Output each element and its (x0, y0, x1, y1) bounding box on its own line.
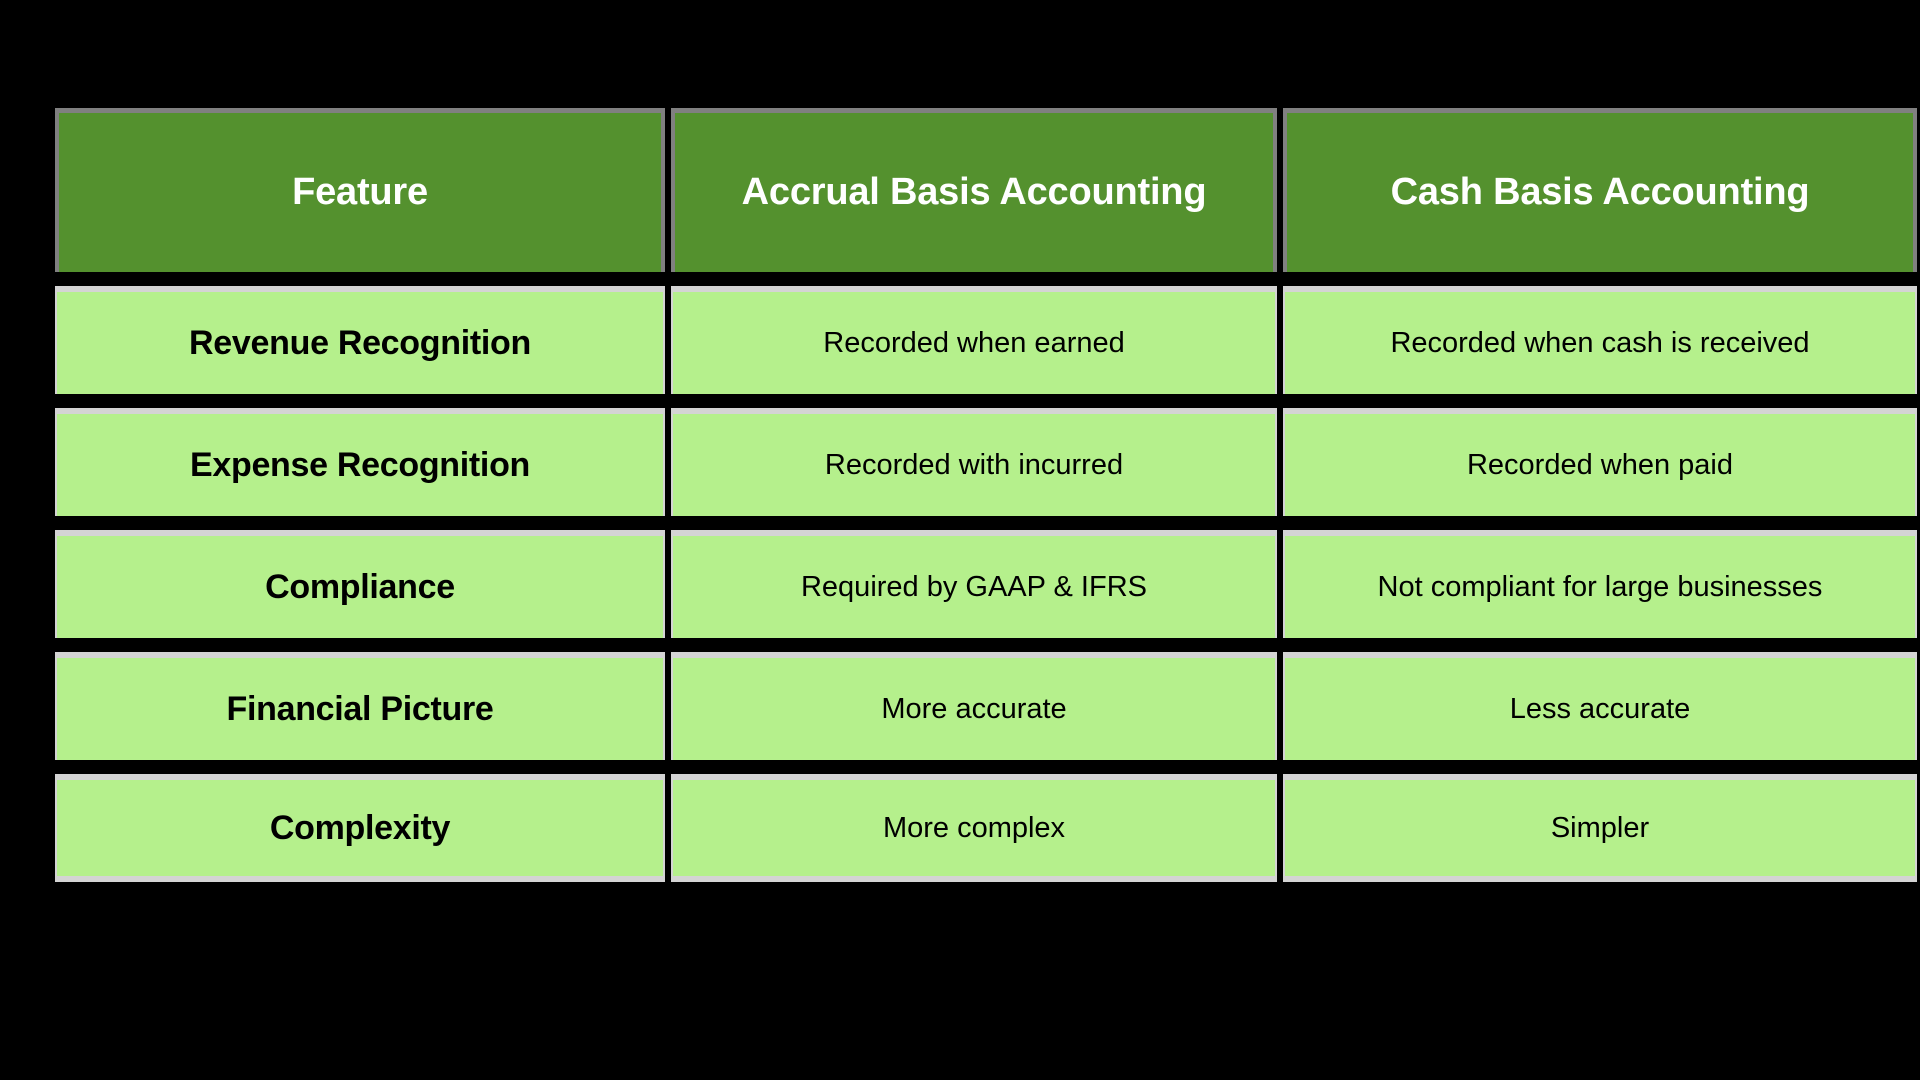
row-cash-value: Recorded when paid (1283, 408, 1917, 516)
column-header-feature: Feature (55, 108, 665, 272)
column-separator (665, 286, 671, 394)
column-separator (1277, 774, 1283, 882)
row-cash-value: Not compliant for large businesses (1283, 530, 1917, 638)
row-accrual-value: More complex (671, 774, 1277, 882)
row-accrual-value: Recorded when earned (671, 286, 1277, 394)
table-body: Revenue Recognition Recorded when earned… (55, 272, 1917, 882)
table-row: Financial Picture More accurate Less acc… (55, 652, 1917, 760)
column-separator (665, 530, 671, 638)
table-row: Compliance Required by GAAP & IFRS Not c… (55, 530, 1917, 638)
column-header-cash-basis-accounting: Cash Basis Accounting (1283, 108, 1917, 272)
row-accrual-value: More accurate (671, 652, 1277, 760)
column-separator (1277, 530, 1283, 638)
column-separator (1277, 652, 1283, 760)
row-gap (55, 760, 1917, 774)
column-separator (1277, 286, 1283, 394)
column-separator (1277, 408, 1283, 516)
header-row: Feature Accrual Basis Accounting Cash Ba… (55, 108, 1917, 272)
row-cash-value: Simpler (1283, 774, 1917, 882)
row-accrual-value: Recorded with incurred (671, 408, 1277, 516)
row-feature-label: Complexity (55, 774, 665, 882)
row-cash-value: Less accurate (1283, 652, 1917, 760)
row-cash-value: Recorded when cash is received (1283, 286, 1917, 394)
row-accrual-value: Required by GAAP & IFRS (671, 530, 1277, 638)
row-gap (55, 272, 1917, 286)
column-separator (665, 408, 671, 516)
column-separator (665, 774, 671, 882)
row-feature-label: Compliance (55, 530, 665, 638)
table-row: Complexity More complex Simpler (55, 774, 1917, 882)
comparison-table: Feature Accrual Basis Accounting Cash Ba… (55, 108, 1917, 882)
comparison-table-container: Feature Accrual Basis Accounting Cash Ba… (55, 108, 1917, 882)
table-row: Expense Recognition Recorded with incurr… (55, 408, 1917, 516)
column-header-accrual-basis-accounting: Accrual Basis Accounting (671, 108, 1277, 272)
header-column-separator (1277, 108, 1283, 272)
row-feature-label: Revenue Recognition (55, 286, 665, 394)
table-header: Feature Accrual Basis Accounting Cash Ba… (55, 108, 1917, 272)
row-gap (55, 394, 1917, 408)
row-gap (55, 516, 1917, 530)
row-feature-label: Financial Picture (55, 652, 665, 760)
row-gap (55, 638, 1917, 652)
table-row: Revenue Recognition Recorded when earned… (55, 286, 1917, 394)
header-column-separator (665, 108, 671, 272)
column-separator (665, 652, 671, 760)
row-feature-label: Expense Recognition (55, 408, 665, 516)
